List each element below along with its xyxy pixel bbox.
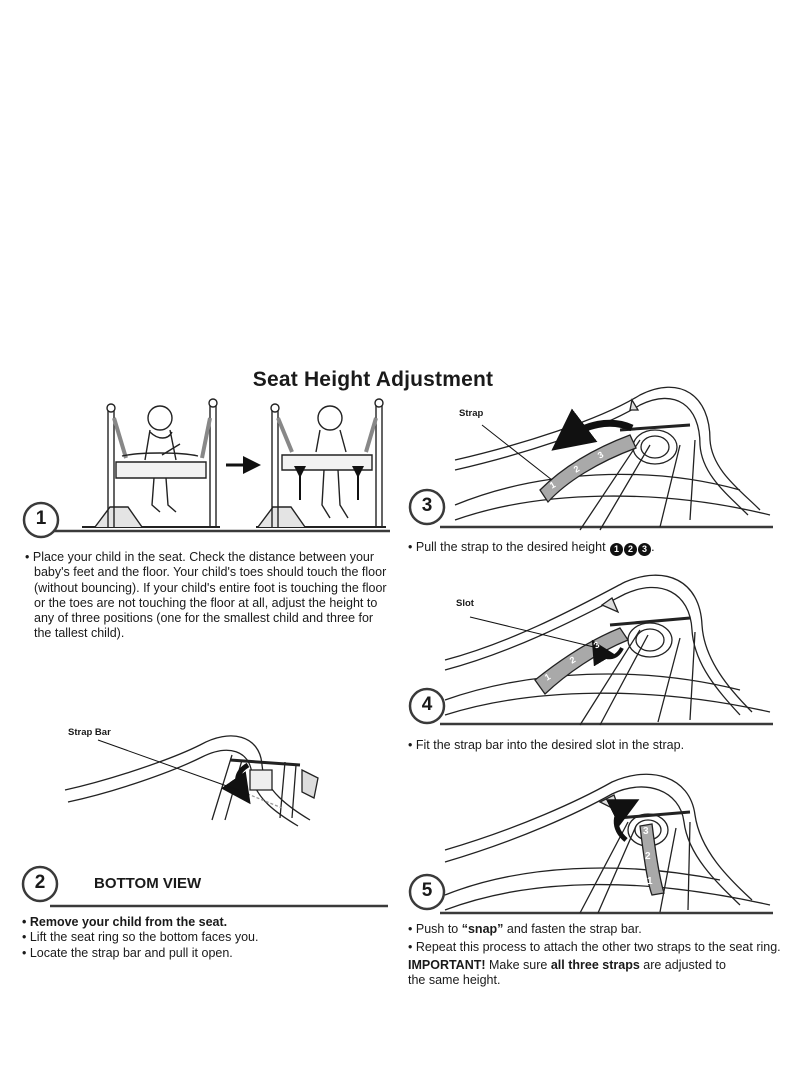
step-number-1: 1 bbox=[35, 508, 47, 529]
bottom-view-label: BOTTOM VIEW bbox=[94, 875, 202, 892]
jumper-illustration-after bbox=[256, 398, 386, 528]
snap-strap-number-1: 1 bbox=[647, 876, 653, 887]
strap-callout: Strap bbox=[459, 408, 484, 419]
strap-pull-illustration bbox=[454, 386, 771, 531]
slot-callout: Slot bbox=[456, 598, 474, 609]
page-title: Seat Height Adjustment bbox=[252, 368, 494, 391]
height-2-badge: 2 bbox=[624, 543, 638, 556]
step-5-instructions: • Push to “snap” and fasten the strap ba… bbox=[408, 922, 793, 988]
step-number-circles bbox=[21, 488, 446, 911]
strap-bar-illustration bbox=[64, 735, 319, 827]
strap-leader-line bbox=[481, 424, 553, 481]
snap-strap-number-3: 3 bbox=[643, 826, 649, 837]
strap-bar-leader-line bbox=[97, 739, 239, 791]
jumper-illustration-before bbox=[82, 398, 220, 528]
strap-slot-illustration bbox=[444, 574, 771, 726]
step-number-3: 3 bbox=[421, 495, 433, 516]
step-5-bullet-2: • Repeat this process to attach the othe… bbox=[408, 940, 781, 955]
step-number-4: 4 bbox=[421, 694, 433, 715]
step-5-bullet-1: • Push to “snap” and fasten the strap ba… bbox=[408, 922, 642, 936]
height-1-badge: 1 bbox=[610, 543, 624, 556]
step-number-2: 2 bbox=[34, 872, 46, 893]
strap-snap-illustration bbox=[444, 773, 771, 914]
strap-bar-callout: Strap Bar bbox=[68, 727, 111, 738]
step-2-bullet-2: • Lift the seat ring so the bottom faces… bbox=[22, 930, 259, 945]
step-2-instructions: • Remove your child from the seat. • Lif… bbox=[22, 915, 392, 961]
step-number-5: 5 bbox=[421, 880, 433, 901]
step-2-bullet-1: • Remove your child from the seat. bbox=[22, 915, 228, 929]
step-1-instructions: • Place your child in the seat. Check th… bbox=[25, 550, 393, 642]
step-2-bullet-3: • Locate the strap bar and pull it open. bbox=[22, 945, 233, 960]
step-3-bullet: • Pull the strap to the desired height 1… bbox=[408, 540, 655, 556]
height-3-badge: 3 bbox=[638, 543, 652, 556]
step-1-bullet: • Place your child in the seat. Check th… bbox=[25, 550, 387, 641]
step-4-bullet: • Fit the strap bar into the desired slo… bbox=[408, 738, 685, 752]
step-3-instructions: • Pull the strap to the desired height 1… bbox=[408, 540, 788, 556]
step-rules bbox=[50, 525, 773, 915]
step-5-important-note: IMPORTANT! Make sure all three straps ar… bbox=[408, 957, 726, 987]
slot-leader-line bbox=[469, 616, 599, 649]
snap-strap-number-2: 2 bbox=[645, 851, 651, 862]
step-4-instructions: • Fit the strap bar into the desired slo… bbox=[408, 738, 788, 753]
